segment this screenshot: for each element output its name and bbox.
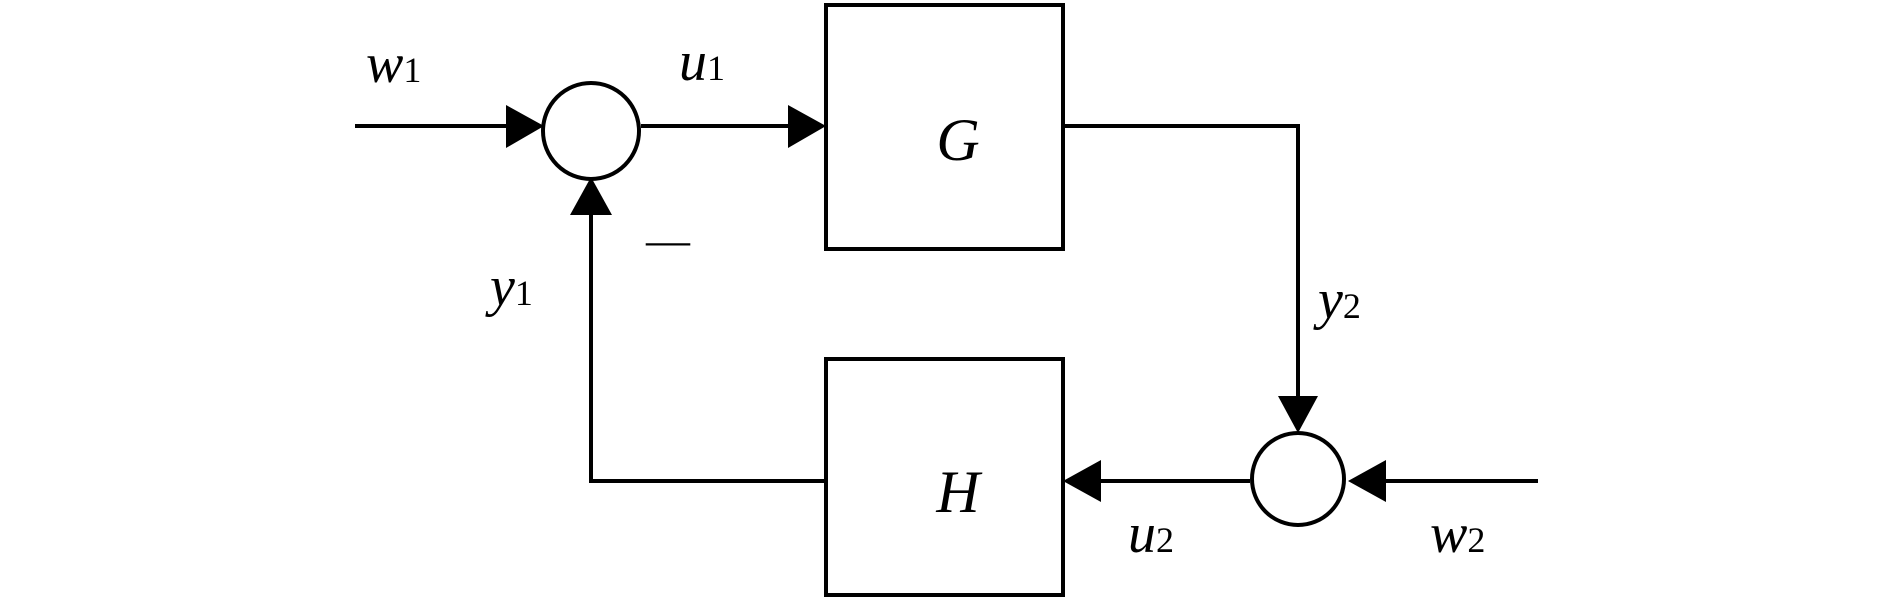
block-h	[824, 357, 1065, 597]
label-w1-sub: 1	[403, 50, 421, 90]
arrowhead-w2	[1348, 460, 1386, 502]
label-u2-sub: 2	[1156, 520, 1174, 560]
label-u1-main: u	[679, 31, 707, 93]
wire-y2	[1063, 124, 1300, 402]
label-y1-main: y	[485, 256, 515, 318]
label-w1-main: w	[366, 33, 403, 95]
block-g-label: G	[936, 107, 979, 173]
arrowhead-u1	[788, 105, 826, 148]
label-u1-sub: 1	[707, 48, 725, 88]
summing-junction-1	[541, 81, 641, 181]
arrowhead-u2	[1063, 460, 1101, 502]
label-u2: u2	[1128, 503, 1174, 565]
summing-junction-2	[1250, 431, 1346, 527]
arrowhead-y1	[570, 177, 612, 215]
label-w1: w1	[366, 33, 421, 95]
label-y1: y1	[485, 256, 533, 318]
label-y2: y2	[1313, 269, 1361, 331]
label-y2-main: y	[1313, 269, 1343, 331]
block-h-label: H	[935, 459, 983, 525]
signal-wires	[355, 124, 1538, 483]
arrowhead-w1	[506, 105, 544, 148]
label-u1: u1	[679, 31, 725, 93]
label-u2-main: u	[1128, 503, 1156, 565]
label-w2-main: w	[1430, 503, 1467, 565]
block-g	[824, 3, 1065, 251]
label-y1-sub: 1	[515, 273, 533, 313]
label-y2-sub: 2	[1343, 286, 1361, 326]
minus-sign: —	[645, 216, 691, 265]
arrowhead-y2	[1278, 396, 1318, 433]
label-w2-sub: 2	[1467, 520, 1485, 560]
wire-y1	[589, 208, 826, 483]
label-w2: w2	[1430, 503, 1485, 565]
